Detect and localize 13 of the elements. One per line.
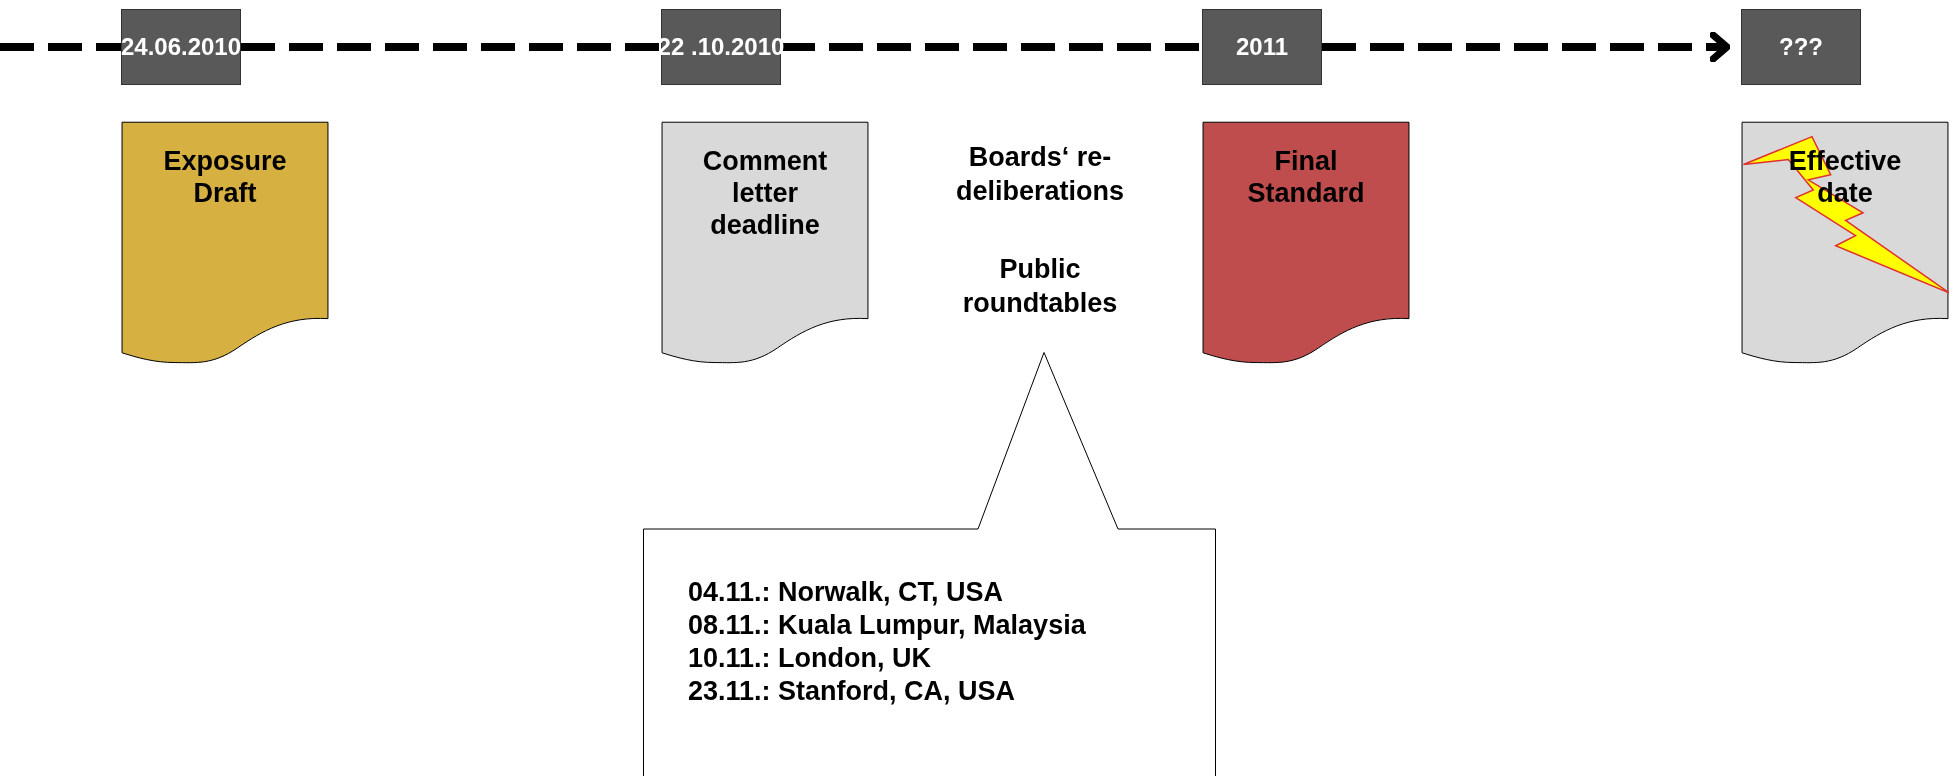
note-text: Boards‘ re-deliberations [920, 140, 1160, 210]
date-label: 24.06.2010 [121, 9, 241, 85]
list-item: 10.11.: London, UK [688, 642, 933, 675]
timeline-arrow [1322, 31, 1731, 63]
note-text: Public roundtables [920, 252, 1160, 322]
date-label: ??? [1741, 9, 1861, 85]
document-title: Comment letter deadline [701, 145, 829, 241]
list-item: 08.11.: Kuala Lumpur, Malaysia [688, 609, 1086, 642]
document-title: Exposure Draft [162, 145, 288, 209]
list-item: 23.11.: Stanford, CA, USA [688, 675, 1017, 708]
date-label: 2011 [1202, 9, 1322, 85]
list-item: 04.11.: Norwalk, CT, USA [688, 576, 1005, 609]
document-title: Final Standard [1246, 145, 1366, 209]
